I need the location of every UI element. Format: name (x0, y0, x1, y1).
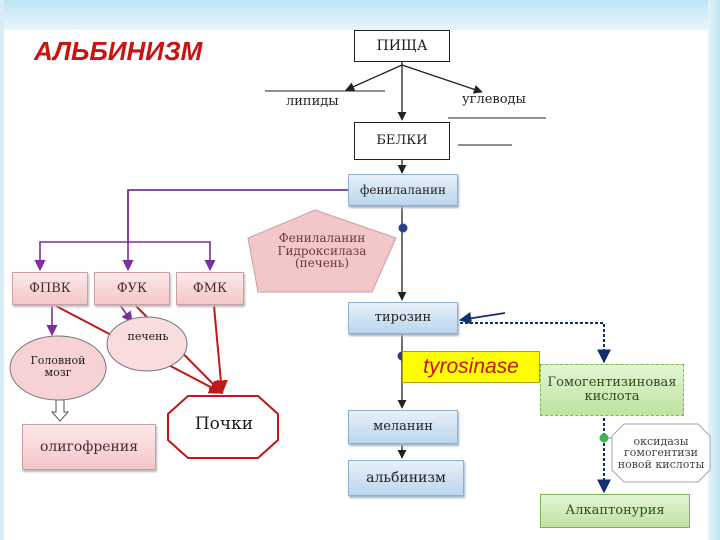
node-melanin: меланин (348, 410, 458, 444)
node-kidneys: Почки (194, 414, 254, 435)
liver-ellipse (106, 316, 188, 372)
slide-frame-top (0, 0, 720, 30)
node-food: ПИЩА (354, 30, 450, 62)
arrow-phe-fmk (128, 241, 216, 272)
slide-title: АЛЬБИНИЗМ (34, 36, 203, 66)
node-alkaptonuria: Алкаптонурия (540, 494, 690, 528)
node-tyrosine: тирозин (348, 302, 458, 334)
node-oligophrenia: олигофрения (22, 424, 156, 470)
node-liver: печень (127, 330, 169, 344)
node-homogentisic: Гомогентизиновая кислота (540, 364, 684, 416)
kidneys-octagon (167, 395, 279, 459)
node-oxidases: оксидазы гомогентизи новой кислоты (617, 434, 705, 471)
slide-frame-right (708, 0, 720, 540)
arrow-food-lipids (345, 64, 403, 91)
hydroxylase-pentagon (247, 209, 397, 293)
block-dot-hydroxylase (398, 223, 408, 233)
arrow-fmk-kidneys (213, 305, 228, 395)
arrow-tyrosine-homogentisic (460, 322, 611, 364)
node-albinism: альбинизм (348, 460, 464, 496)
slide-frame-left (0, 0, 4, 540)
node-carbs: углеводы (462, 92, 526, 107)
node-lipids: липиды (286, 94, 339, 109)
node-fpvk: ФПВК (12, 272, 88, 305)
arrow-food-carbs (401, 64, 483, 94)
node-fuk: ФУК (94, 272, 170, 305)
enzyme-tyrosinase-label: tyrosinase (402, 351, 540, 383)
brain-ellipse (9, 335, 107, 401)
node-proteins: БЕЛКИ (354, 122, 450, 160)
node-fmk: ФМК (176, 272, 244, 305)
node-brain: Головной мозг (30, 354, 86, 379)
node-phenylalanine: фенилаланин (348, 174, 458, 206)
arrow-into-tyrosine (458, 312, 506, 325)
oxidases-octagon (611, 423, 711, 483)
node-hydroxylase: Фенилаланин Гидроксилаза (печень) (277, 231, 367, 271)
arrow-brain-oligo (50, 399, 70, 422)
